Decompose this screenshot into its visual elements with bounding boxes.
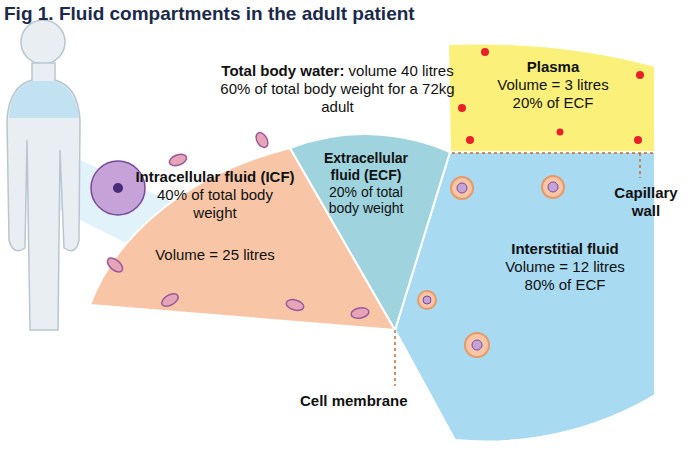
ecf-sector xyxy=(290,134,450,330)
compartment-value: 40% of total body weight xyxy=(140,186,290,222)
figure-title: Fig 1. Fluid compartments in the adult p… xyxy=(4,3,415,25)
compartment-name: Interstitial fluid xyxy=(485,240,645,258)
head xyxy=(21,20,65,64)
compartment-region: Interstitial fluidVolume = 12 litres 80%… xyxy=(485,240,645,294)
body xyxy=(7,63,80,330)
compartment-name: Plasma xyxy=(478,58,628,76)
plasma-sector xyxy=(448,43,655,152)
structure-label: Capillary wall xyxy=(600,184,692,220)
compartment-region: PlasmaVolume = 3 litres 20% of ECF xyxy=(478,58,628,112)
capillary-wall-leader xyxy=(452,153,655,178)
compartment-value: Volume = 25 litres xyxy=(130,246,300,264)
compartment-value: Volume = 3 litres 20% of ECF xyxy=(488,76,618,112)
compartment-name: Extracellular fluid (ECF) xyxy=(310,150,422,184)
compartment-name: Intracellular fluid (ICF) xyxy=(135,168,295,186)
shoulder-shade xyxy=(9,81,79,118)
compartment-region: Extracellular fluid (ECF)20% of total bo… xyxy=(310,150,422,217)
summary-heading: Total body water: xyxy=(221,62,344,79)
cell-membrane-leader xyxy=(394,330,396,386)
compartment-region: Intracellular fluid (ICF)40% of total bo… xyxy=(130,168,300,264)
summary-block: Total body water: volume 40 litres 60% o… xyxy=(210,62,465,116)
blood-cells xyxy=(458,48,644,144)
structure-label: Cell membrane xyxy=(300,392,490,410)
compartment-value: 20% of total body weight xyxy=(325,184,407,218)
compartment-value: Volume = 12 litres 80% of ECF xyxy=(498,258,633,294)
